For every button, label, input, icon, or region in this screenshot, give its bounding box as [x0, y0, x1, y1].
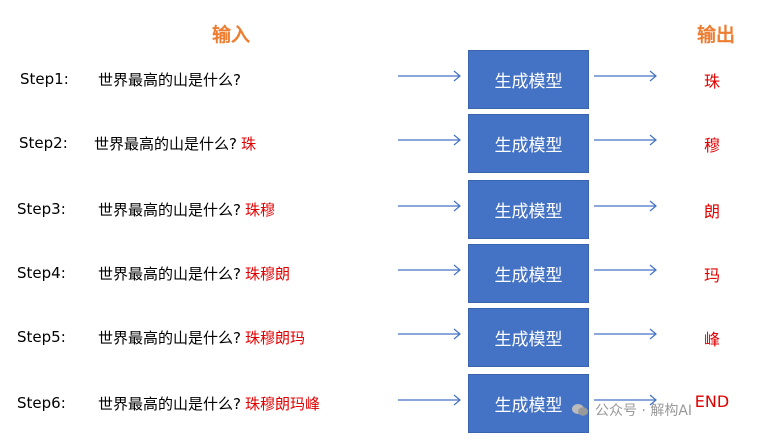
generated-tokens: 珠穆 — [244, 201, 275, 219]
generation-model-box: 生成模型 — [468, 244, 589, 303]
input-text: 世界最高的山是什么?珠穆朗玛 — [98, 327, 305, 348]
step-row: Step3: 世界最高的山是什么?珠穆 生成模型 朗 — [0, 180, 776, 240]
output-header: 输出 — [697, 24, 736, 46]
question-text: 世界最高的山是什么? — [98, 395, 241, 413]
step-row: Step1: 世界最高的山是什么? 生成模型 珠 — [0, 50, 776, 110]
output-token: 玛 — [703, 266, 720, 285]
output-token: 珠 — [703, 72, 720, 91]
step-row: Step4: 世界最高的山是什么?珠穆朗 生成模型 玛 — [0, 244, 776, 304]
step-row: Step2: 世界最高的山是什么?珠 生成模型 穆 — [0, 114, 776, 174]
input-text: 世界最高的山是什么?珠穆朗玛峰 — [98, 393, 320, 414]
step-label: Step3: — [17, 200, 66, 218]
generation-model-box: 生成模型 — [468, 374, 589, 433]
input-arrow — [398, 134, 461, 146]
step-label: Step5: — [17, 328, 66, 346]
generated-tokens: 珠 — [240, 135, 256, 153]
output-token: END — [694, 392, 730, 411]
output-arrow — [594, 394, 657, 406]
input-arrow — [398, 328, 461, 340]
output-arrow — [594, 134, 657, 146]
input-arrow — [398, 394, 461, 406]
generation-model-box: 生成模型 — [468, 308, 589, 367]
question-text: 世界最高的山是什么? — [98, 201, 241, 219]
question-text: 世界最高的山是什么? — [98, 265, 241, 283]
generated-tokens: 珠穆朗玛峰 — [244, 395, 320, 413]
input-arrow — [398, 264, 461, 276]
question-text: 世界最高的山是什么? — [98, 329, 241, 347]
input-arrow — [398, 200, 461, 212]
output-token: 峰 — [703, 330, 720, 349]
watermark: 公众号 · 解构AI — [571, 400, 692, 420]
input-text: 世界最高的山是什么?珠穆朗 — [98, 263, 290, 284]
output-arrow — [594, 70, 657, 82]
step-row: Step5: 世界最高的山是什么?珠穆朗玛 生成模型 峰 — [0, 308, 776, 368]
step-label: Step6: — [17, 394, 66, 412]
generated-tokens: 珠穆朗玛 — [244, 329, 305, 347]
input-text: 世界最高的山是什么? — [98, 69, 241, 90]
step-label: Step2: — [19, 134, 68, 152]
output-arrow — [594, 328, 657, 340]
generation-model-box: 生成模型 — [468, 180, 589, 239]
output-token: 穆 — [703, 136, 720, 155]
watermark-text: 公众号 · 解构AI — [595, 403, 693, 419]
generated-tokens: 珠穆朗 — [244, 265, 290, 283]
input-header: 输入 — [212, 24, 251, 46]
generation-model-box: 生成模型 — [468, 50, 589, 109]
step-label: Step1: — [20, 70, 69, 88]
wechat-icon — [571, 403, 589, 417]
output-arrow — [594, 200, 657, 212]
input-arrow — [398, 70, 461, 82]
input-text: 世界最高的山是什么?珠 — [94, 133, 256, 154]
input-text: 世界最高的山是什么?珠穆 — [98, 199, 275, 220]
question-text: 世界最高的山是什么? — [94, 135, 237, 153]
output-arrow — [594, 264, 657, 276]
question-text: 世界最高的山是什么? — [98, 71, 241, 89]
output-token: 朗 — [703, 202, 720, 221]
step-row: Step6: 世界最高的山是什么?珠穆朗玛峰 生成模型 END — [0, 374, 776, 434]
generation-model-box: 生成模型 — [468, 114, 589, 173]
step-label: Step4: — [17, 264, 66, 282]
